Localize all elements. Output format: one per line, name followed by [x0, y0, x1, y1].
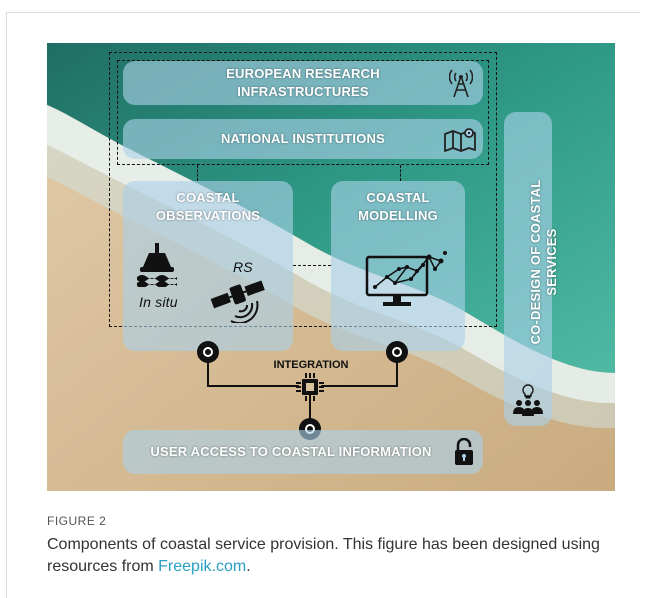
user-access-label: USER ACCESS TO COASTAL INFORMATION	[150, 444, 432, 459]
freepik-link[interactable]: Freepik.com	[158, 558, 247, 575]
modelling-node	[386, 341, 408, 363]
wire-left-vertical	[207, 361, 209, 387]
chip-icon	[296, 373, 324, 401]
outer-dashed-frame	[109, 52, 497, 327]
rs-label: RS	[233, 259, 253, 275]
wire-left-horizontal	[207, 385, 299, 387]
european-research-label-1: EUROPEAN RESEARCH	[226, 66, 380, 81]
radio-tower-icon	[449, 69, 473, 98]
coastal-observations-box: COASTAL OBSERVATIONS In situ RS	[123, 181, 293, 351]
padlock-icon	[455, 438, 473, 465]
co-design-box: CO-DESIGN OF COASTAL SERVICES	[504, 112, 559, 426]
national-institutions-label: NATIONAL INSTITUTIONS	[220, 131, 386, 146]
figure-caption: Components of coastal service provision.…	[47, 534, 607, 578]
coastal-services-diagram: EUROPEAN RESEARCH INFRASTRUCTURES NATION…	[47, 43, 615, 491]
coastal-observations-label-2: OBSERVATIONS	[155, 208, 261, 223]
connector-observations-modelling	[293, 265, 331, 266]
in-situ-label: In situ	[139, 294, 178, 310]
observations-node	[197, 341, 219, 363]
co-design-label-1: CO-DESIGN OF COASTAL	[528, 179, 543, 345]
coastal-modelling-label-1: COASTAL	[366, 190, 430, 205]
wire-down	[309, 395, 311, 419]
wire-right-horizontal	[321, 385, 397, 387]
coastal-modelling-box: COASTAL MODELLING	[331, 181, 465, 351]
national-institutions-box: NATIONAL INSTITUTIONS	[123, 119, 483, 159]
caption-text: Components of coastal service provision.…	[47, 536, 600, 575]
monitor-network-icon	[365, 251, 447, 306]
co-design-label: CO-DESIGN OF COASTAL SERVICES	[528, 112, 560, 412]
user-access-box: USER ACCESS TO COASTAL INFORMATION	[123, 430, 483, 474]
coastal-modelling-label-2: MODELLING	[358, 208, 438, 223]
lightbulb-team-icon	[513, 384, 543, 416]
map-icon	[444, 128, 476, 152]
european-research-label-2: INFRASTRUCTURES	[237, 84, 369, 99]
top-rule	[6, 12, 640, 13]
satellite-icon	[210, 280, 265, 323]
connector-national-observations	[197, 165, 198, 181]
co-design-label-2: SERVICES	[544, 228, 559, 296]
coastal-observations-label-1: COASTAL	[176, 190, 240, 205]
connector-national-modelling	[400, 165, 401, 181]
buoy-icon	[137, 243, 177, 287]
inner-dashed-frame	[117, 60, 489, 165]
caption-end: .	[246, 558, 251, 575]
wire-right-vertical	[396, 361, 398, 387]
european-research-box: EUROPEAN RESEARCH INFRASTRUCTURES	[123, 61, 483, 105]
integration-label: INTEGRATION	[273, 359, 349, 371]
figure-label: FIGURE 2	[47, 514, 107, 528]
side-rule	[6, 12, 7, 598]
